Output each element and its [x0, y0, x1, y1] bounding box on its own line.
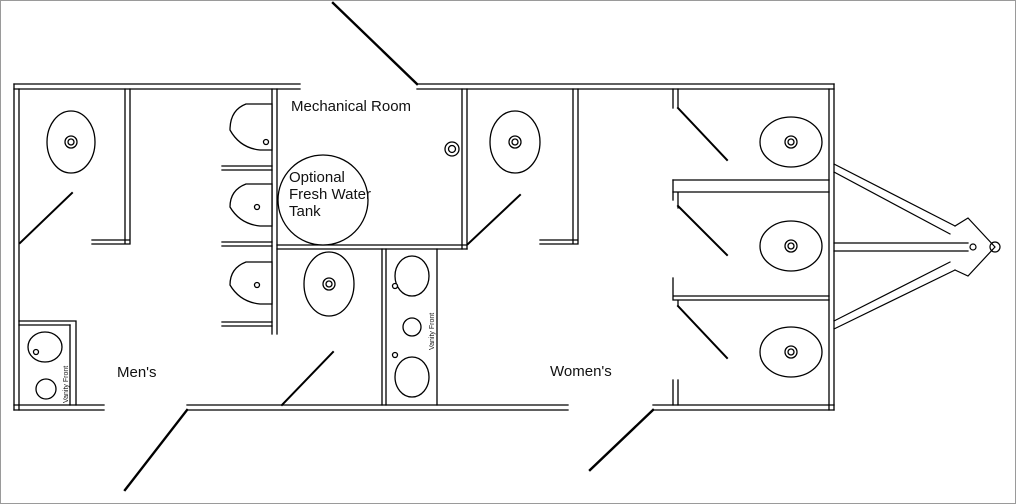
- mens-vanity-faucet: [35, 378, 57, 400]
- mens-vanity-sink: [27, 331, 63, 363]
- toilet-womens-stall-4: [759, 326, 823, 378]
- mechanical-room-walls: [276, 88, 468, 250]
- mechanical-room-door: [331, 1, 419, 86]
- mens-entry-door: [123, 408, 189, 492]
- label-vanity-front-center: Vanity Front: [429, 313, 436, 350]
- outer-wall-left: [13, 83, 20, 411]
- womens-stall-bank: [672, 88, 830, 406]
- trailer-hitch: [833, 163, 1001, 330]
- mens-stall-partition: [18, 88, 131, 245]
- label-tank-line-1: Optional: [289, 169, 345, 186]
- outer-wall-right: [828, 83, 835, 411]
- urinal-1: [229, 103, 273, 151]
- womens-entry-door: [588, 408, 655, 472]
- vanity-faucet-top: [402, 317, 422, 337]
- label-vanity-front-mens: Vanity Front: [63, 366, 70, 403]
- label-tank-line-2: Fresh Water: [289, 186, 371, 203]
- urinal-2: [229, 183, 273, 227]
- toilet-womens-stall-1: [489, 110, 541, 174]
- label-womens: Women's: [550, 363, 612, 380]
- label-mens: Men's: [117, 364, 157, 381]
- mens-sink-stall: [280, 248, 387, 407]
- outer-wall-top: [13, 83, 835, 90]
- womens-stall-1: [466, 88, 579, 246]
- urinal-3: [229, 261, 273, 305]
- mechanical-room-drain: [444, 141, 460, 157]
- label-mechanical-room: Mechanical Room: [291, 98, 411, 115]
- fresh-water-tank: [277, 154, 369, 246]
- vanity-sink-top: [391, 255, 430, 297]
- mens-vanity-counter: [18, 320, 77, 406]
- toilet-womens-stall-3: [759, 220, 823, 272]
- toilet-womens-stall-2: [759, 116, 823, 168]
- vanity-sink-bottom: [391, 351, 430, 398]
- toilet-mens-stall: [46, 110, 96, 174]
- toilet-mens-sink-stall: [303, 251, 355, 317]
- outer-wall-bottom: [13, 404, 835, 411]
- label-tank-line-3: Tank: [289, 203, 321, 220]
